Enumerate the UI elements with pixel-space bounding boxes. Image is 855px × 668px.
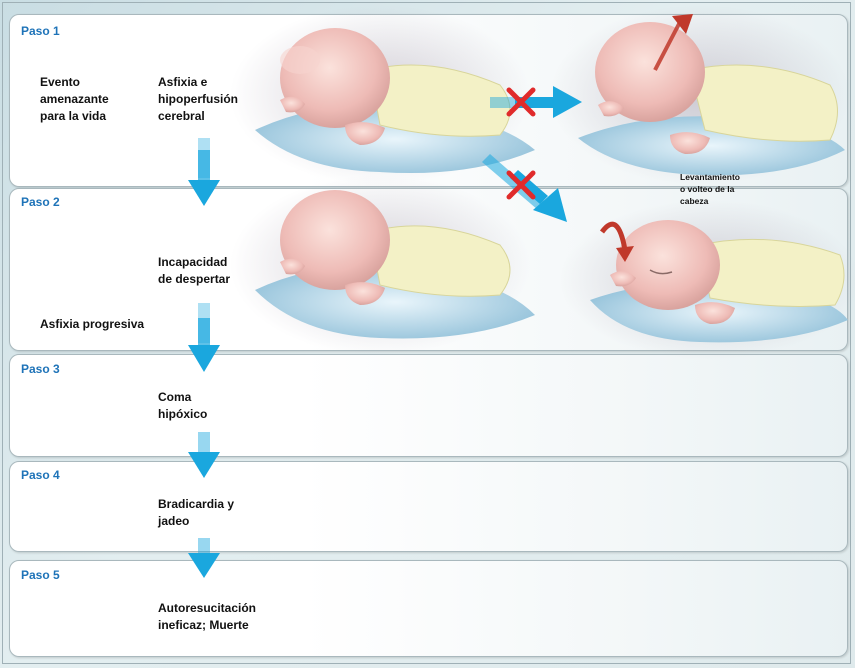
label-levantamiento: Levantamiento o volteo de la cabeza bbox=[680, 171, 740, 207]
label-asfixia-hipoperfusion: Asfixia e hipoperfusión cerebral bbox=[158, 74, 238, 125]
step-label-4: Paso 4 bbox=[21, 468, 60, 482]
infant-illustration-3 bbox=[230, 175, 535, 355]
down-arrow-icon bbox=[188, 138, 220, 206]
infant-illustration-4 bbox=[560, 200, 855, 360]
down-arrow-icon bbox=[188, 303, 220, 372]
step-label-2: Paso 2 bbox=[21, 195, 60, 209]
label-bradicardia: Bradicardia y jadeo bbox=[158, 496, 234, 530]
label-incapacidad: Incapacidad de despertar bbox=[158, 254, 230, 288]
infant-illustration-2 bbox=[550, 5, 850, 185]
label-asfixia-progresiva: Asfixia progresiva bbox=[40, 316, 144, 333]
label-coma: Coma hipóxico bbox=[158, 389, 207, 423]
step-label-3: Paso 3 bbox=[21, 362, 60, 376]
down-arrow-icon bbox=[188, 538, 220, 578]
step-label-1: Paso 1 bbox=[21, 24, 60, 38]
step-label-5: Paso 5 bbox=[21, 568, 60, 582]
label-autoresucitacion: Autoresucitación ineficaz; Muerte bbox=[158, 600, 256, 634]
label-evento: Evento amenazante para la vida bbox=[40, 74, 109, 125]
down-arrow-icon bbox=[188, 432, 220, 478]
